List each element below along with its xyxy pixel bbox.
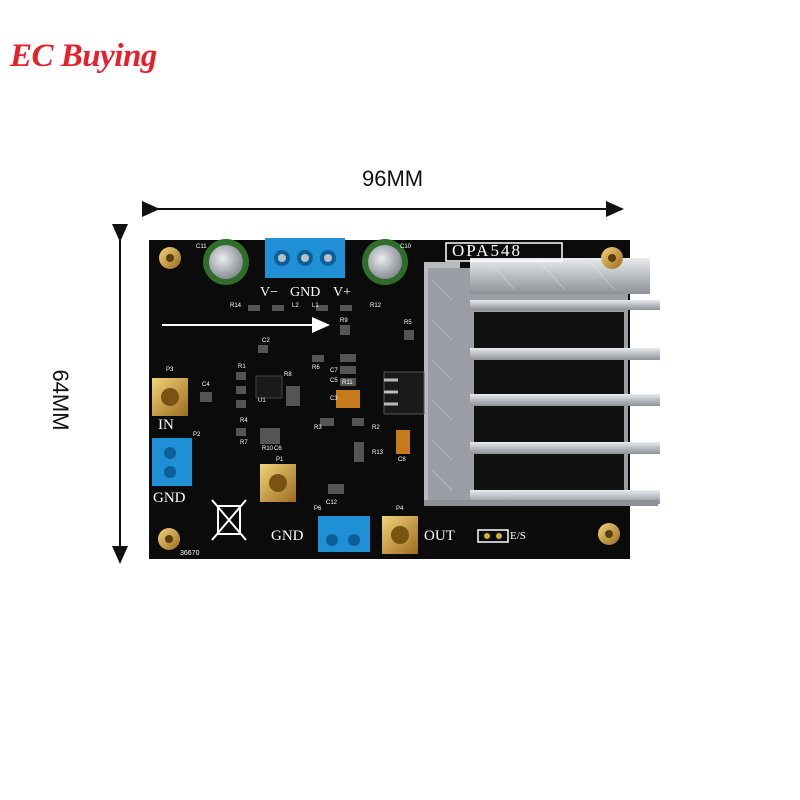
ref-r10: R10 <box>262 446 274 452</box>
label-gnd-bottom: GND <box>271 528 304 544</box>
header-pins <box>477 529 509 543</box>
ref-p6: P6 <box>314 506 322 512</box>
label-v-minus: V− <box>260 285 279 300</box>
brand-watermark: EC Buying <box>10 38 157 74</box>
ref-r9: R9 <box>340 318 348 324</box>
sma-connector-p1 <box>260 464 296 502</box>
ref-u1: U1 <box>258 398 266 404</box>
ref-c7: C7 <box>330 368 338 374</box>
tantalum-capacitor-c8 <box>396 430 410 454</box>
ref-p2: P2 <box>193 432 201 438</box>
ref-p4: P4 <box>396 506 404 512</box>
label-es: E/S <box>510 530 526 542</box>
ref-c8: C8 <box>398 457 406 463</box>
width-dimension-label: 96MM <box>362 166 424 191</box>
ref-c11: C11 <box>196 244 207 250</box>
serial-number: 36670 <box>180 550 200 557</box>
ref-r7: R7 <box>240 440 248 446</box>
op-amp-u1 <box>255 375 283 399</box>
ref-p1: P1 <box>276 457 284 463</box>
ref-r5: R5 <box>404 320 412 326</box>
ref-r1: R1 <box>238 364 246 370</box>
ref-c12: C12 <box>326 500 338 506</box>
sma-connector-p4 <box>382 516 418 554</box>
gnd-terminal-block <box>318 516 370 552</box>
ref-c2: C2 <box>262 338 270 344</box>
ref-r6: R6 <box>312 365 320 371</box>
ref-r14: R14 <box>230 303 242 309</box>
label-gnd-top: GND <box>290 285 321 300</box>
ref-c3: C3 <box>330 396 338 402</box>
ref-r2: R2 <box>372 425 380 431</box>
ref-l1: L1 <box>312 303 319 309</box>
electrolytic-capacitor-c10 <box>362 239 408 285</box>
ref-r4: R4 <box>240 418 248 424</box>
ref-l2: L2 <box>292 303 299 309</box>
ref-p3: P3 <box>166 367 174 373</box>
heatsink <box>424 258 660 506</box>
ref-r8: R8 <box>284 372 292 378</box>
input-terminal-block <box>152 438 192 486</box>
ref-c10: C10 <box>400 244 412 250</box>
label-v-plus: V+ <box>333 285 352 300</box>
ref-c5: C5 <box>330 378 338 384</box>
sma-connector-p3 <box>152 378 188 416</box>
ref-r3: R3 <box>314 425 322 431</box>
ref-r11: R11 <box>342 380 353 386</box>
label-out: OUT <box>424 528 455 544</box>
ref-c4: C4 <box>202 382 210 388</box>
tantalum-capacitor <box>336 390 360 408</box>
electrolytic-capacitor-c11 <box>203 239 249 285</box>
weee-recycling-icon <box>211 499 247 541</box>
ref-r12: R12 <box>370 303 382 309</box>
power-terminal-block <box>265 238 345 278</box>
label-in: IN <box>158 417 174 433</box>
ref-r13: R13 <box>372 450 384 456</box>
label-gnd-left: GND <box>153 490 186 506</box>
chip-label: OPA548 <box>452 241 522 260</box>
ref-c6: C6 <box>274 446 282 452</box>
